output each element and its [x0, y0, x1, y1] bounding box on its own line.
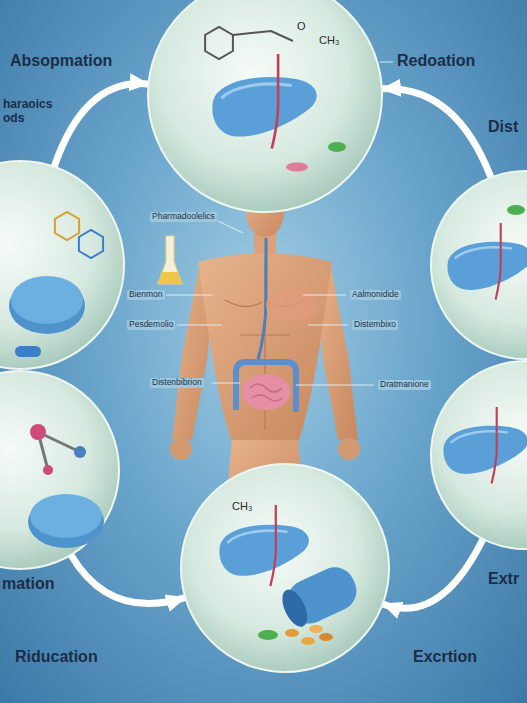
cycle-arrow	[384, 540, 483, 608]
process-circle: mation	[0, 370, 120, 570]
circle-outline	[180, 463, 390, 673]
process-circle: Dist	[430, 170, 527, 360]
stage-heading: Excrtion	[413, 648, 477, 666]
anatomy-label: Dratmanione	[378, 380, 431, 390]
process-circle: CH₃	[180, 463, 390, 673]
organ-colon	[236, 362, 296, 412]
circle-outline	[147, 0, 383, 213]
circle-outline	[0, 160, 125, 370]
process-circle: Absopmationharaoics ods	[0, 160, 125, 370]
cycle-arrow	[55, 84, 148, 166]
organ-intestine	[242, 374, 290, 410]
cycle-arrow	[383, 89, 491, 177]
circle-outline	[0, 370, 120, 570]
stage-heading: Redoation	[397, 52, 475, 70]
process-circle: Extr	[430, 360, 527, 550]
anatomy-label: Aalmonidide	[350, 290, 401, 300]
cycle-arrow	[71, 556, 184, 604]
flask-icon	[158, 236, 182, 284]
stage-heading: Extr	[488, 570, 519, 588]
anatomy-label: Distembixo	[352, 320, 398, 330]
anatomy-label: Pesdemolio	[127, 320, 175, 330]
chemical-formula: O	[297, 20, 306, 33]
anatomy-label: Pharmadoolelics	[150, 212, 217, 222]
organ-liver	[266, 289, 318, 321]
flask-liquid	[158, 272, 182, 284]
stage-heading: Absopmation	[10, 52, 112, 70]
anatomy-label: Distenbibrion	[150, 378, 204, 388]
stage-heading: Riducation	[15, 648, 98, 666]
stage-heading: Dist	[488, 118, 518, 136]
circle-outline	[430, 170, 527, 360]
body-fist	[338, 438, 360, 460]
stage-heading: haraoics ods	[3, 98, 61, 126]
stage-heading: mation	[2, 575, 54, 593]
circle-outline	[430, 360, 527, 550]
anatomy-label: Bienmon	[127, 290, 165, 300]
chemical-formula: CH₃	[319, 34, 339, 47]
process-circle: O CH₃	[147, 0, 383, 213]
organ-intestine	[250, 384, 282, 401]
organ-tube	[258, 238, 266, 360]
chemical-formula: CH₃	[232, 500, 252, 513]
body-fist	[170, 438, 192, 460]
